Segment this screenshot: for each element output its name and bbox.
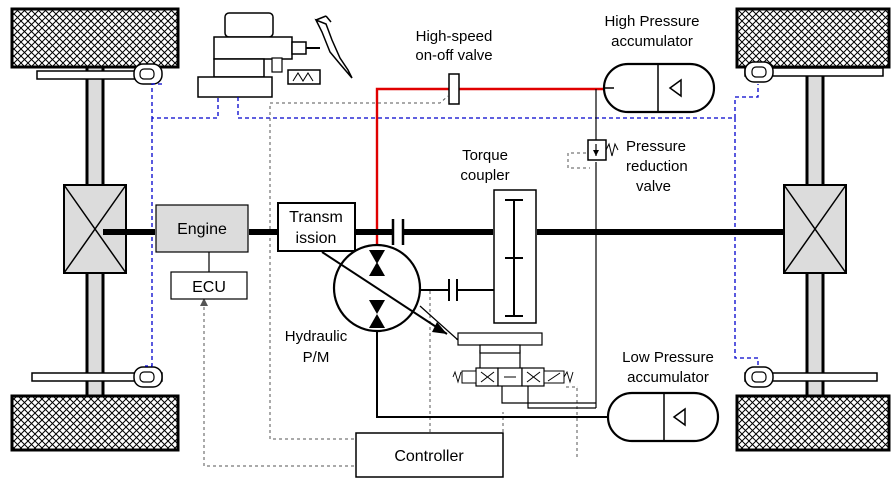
brake-rear-right [744, 366, 878, 388]
high-pressure-accumulator-label-line1: High Pressure [604, 13, 699, 30]
high-speed-valve-label-line1: High-speed [416, 28, 493, 45]
control-signal-lines [145, 83, 759, 367]
transmission-label-line1: Transm [289, 209, 343, 226]
tire-rear-right [735, 394, 891, 452]
directional-control-valve [452, 367, 574, 387]
valve-connection-lines [419, 89, 597, 409]
pm-clutch [448, 279, 494, 301]
engine-label: Engine [177, 221, 227, 238]
high-pressure-accumulator [602, 62, 716, 114]
right-axle [783, 65, 847, 398]
high-speed-valve-label-line2: on-off valve [415, 47, 492, 64]
low-pressure-accumulator-label-line1: Low Pressure [622, 349, 714, 366]
pressure-reduction-valve-label-line3: valve [636, 178, 671, 195]
torque-coupler [493, 189, 537, 324]
engine-block: Engine [155, 204, 249, 253]
transmission-block: Transm ission [277, 202, 356, 252]
torque-coupler-label-line2: coupler [460, 167, 509, 184]
master-cylinder [197, 12, 321, 98]
controller-block: Controller [355, 432, 504, 478]
ecu-block: ECU [170, 252, 248, 300]
tire-rear-left [10, 394, 180, 452]
low-pressure-line [376, 332, 614, 418]
high-speed-valve [448, 73, 460, 105]
low-pressure-accumulator-label-line2: accumulator [627, 369, 709, 386]
tire-front-right [735, 7, 891, 69]
clutch [391, 219, 405, 245]
controller-label: Controller [394, 448, 464, 465]
brake-pedal [314, 15, 353, 79]
brake-front-left [36, 63, 163, 85]
transmission-label-line2: ission [296, 230, 337, 247]
torque-coupler-label-line1: Torque [462, 147, 508, 164]
pressure-reduction-valve [587, 139, 619, 161]
ecu-label: ECU [192, 279, 226, 296]
tire-front-left [10, 7, 180, 69]
pressure-reduction-valve-label-line1: Pressure [626, 138, 686, 155]
hydraulic-pm-label-line1: Hydraulic [285, 328, 348, 345]
hydraulic-pm-label-line2: P/M [303, 349, 330, 366]
high-pressure-accumulator-label-line2: accumulator [611, 33, 693, 50]
brake-front-right [744, 61, 884, 83]
shift-actuator [456, 332, 543, 354]
hydraulic-pump-motor [321, 243, 448, 335]
low-pressure-accumulator [606, 391, 720, 443]
brake-rear-left [31, 366, 163, 388]
high-pressure-line [375, 87, 614, 245]
pressure-reduction-valve-label-line2: reduction [626, 158, 688, 175]
